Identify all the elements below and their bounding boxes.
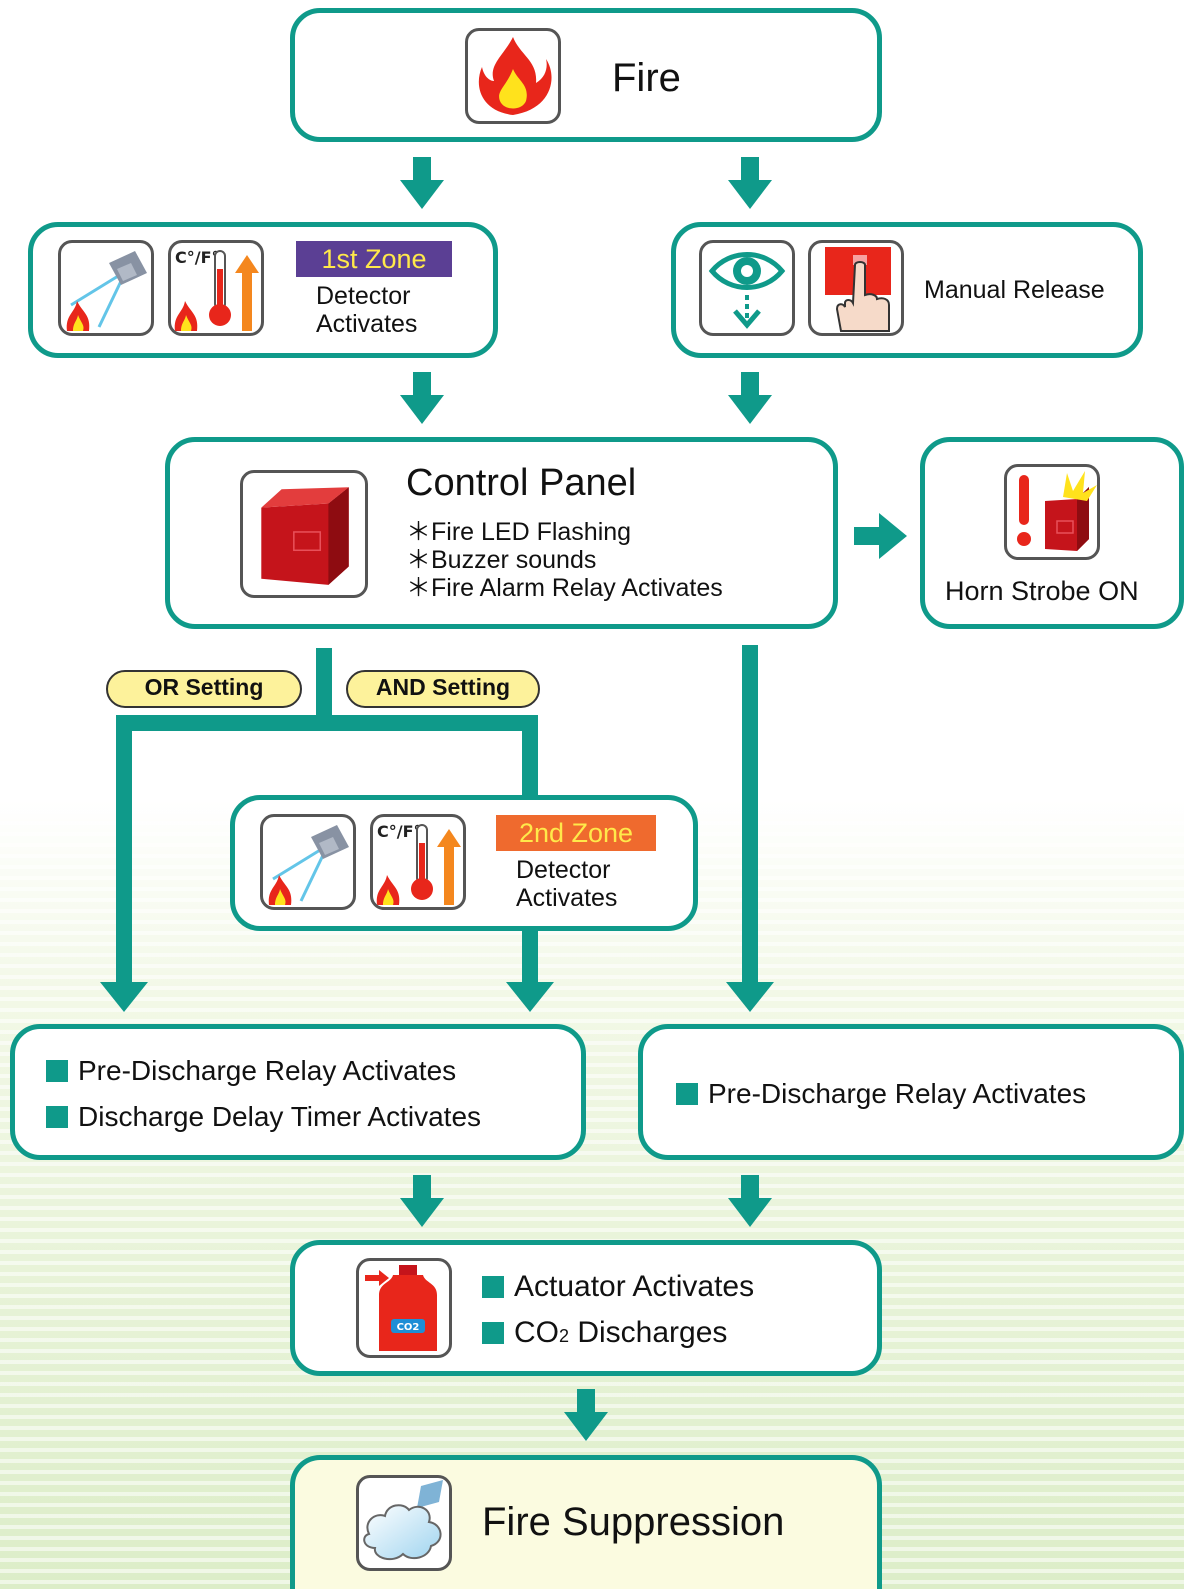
eye-icon	[699, 240, 795, 336]
control-panel-title: Control Panel	[406, 462, 637, 504]
bullet-square-icon	[482, 1322, 504, 1344]
pre-discharge-left-box	[10, 1024, 586, 1160]
or-arrowhead	[100, 982, 148, 1012]
zone2-badge: 2nd Zone	[496, 815, 656, 851]
or-setting-pill: OR Setting	[106, 670, 302, 708]
co2-icon-text: CO2	[397, 1322, 420, 1333]
pre-right-item-relay: Pre-Discharge Relay Activates	[676, 1078, 1086, 1110]
fire-label: Fire	[612, 56, 681, 100]
pre-left-item-relay: Pre-Discharge Relay Activates	[46, 1055, 456, 1087]
control-panel-item-led: ＊Fire LED Flashing	[406, 518, 632, 546]
and-arrowhead	[506, 982, 554, 1012]
arrow-fire-to-zone1	[400, 157, 444, 209]
arrow-right-to-actuator	[728, 1175, 772, 1227]
zone2-smoke-detector-icon	[260, 814, 356, 910]
panel-stem	[316, 648, 332, 723]
control-panel-icon	[240, 470, 368, 598]
zone1-activates-label: Activates	[316, 310, 418, 338]
fire-box	[290, 8, 882, 142]
zone2-heat-detector-icon: C°/F°	[370, 814, 466, 910]
control-panel-item-relay: ＊Fire Alarm Relay Activates	[406, 574, 723, 602]
zone1-detector-label: Detector	[316, 282, 411, 310]
zone1-badge: 1st Zone	[296, 241, 452, 277]
split-bar	[116, 715, 538, 731]
zone2-activates-label: Activates	[516, 884, 618, 912]
fire-icon	[465, 28, 561, 124]
bullet-square-icon	[46, 1060, 68, 1082]
fire-suppression-label: Fire Suppression	[482, 1500, 785, 1544]
bullet-square-icon	[676, 1083, 698, 1105]
and-line-bottom	[522, 925, 538, 983]
arrow-manual-to-panel	[728, 372, 772, 424]
svg-text:C°/F°: C°/F°	[175, 248, 220, 267]
co2-cylinder-icon: CO2	[356, 1258, 452, 1358]
arrow-actuator-to-suppression	[564, 1389, 608, 1441]
pre-left-item-timer: Discharge Delay Timer Activates	[46, 1101, 481, 1133]
control-panel-item-buzzer: ＊Buzzer sounds	[406, 546, 597, 574]
and-setting-pill: AND Setting	[346, 670, 540, 708]
bullet-square-icon	[482, 1276, 504, 1298]
right-arrowhead	[726, 982, 774, 1012]
co2-discharges-label: CO2 Discharges	[482, 1316, 727, 1350]
actuator-activates-label: Actuator Activates	[482, 1270, 754, 1304]
arrow-panel-to-horn	[854, 513, 907, 559]
svg-text:C°/F°: C°/F°	[377, 822, 422, 841]
heat-detector-icon: C°/F°	[168, 240, 264, 336]
arrow-fire-to-manual	[728, 157, 772, 209]
or-line	[116, 715, 132, 983]
manual-release-label: Manual Release	[924, 276, 1105, 304]
smoke-detector-icon	[58, 240, 154, 336]
bullet-square-icon	[46, 1106, 68, 1128]
and-line-top	[522, 715, 538, 797]
gas-cloud-icon	[356, 1475, 452, 1571]
horn-strobe-label: Horn Strobe ON	[945, 576, 1139, 606]
arrow-zone1-to-panel	[400, 372, 444, 424]
push-button-icon	[808, 240, 904, 336]
horn-strobe-icon	[1004, 464, 1100, 560]
pre-discharge-right-box	[638, 1024, 1184, 1160]
right-line	[742, 645, 758, 983]
arrow-left-to-actuator	[400, 1175, 444, 1227]
zone2-detector-label: Detector	[516, 856, 611, 884]
